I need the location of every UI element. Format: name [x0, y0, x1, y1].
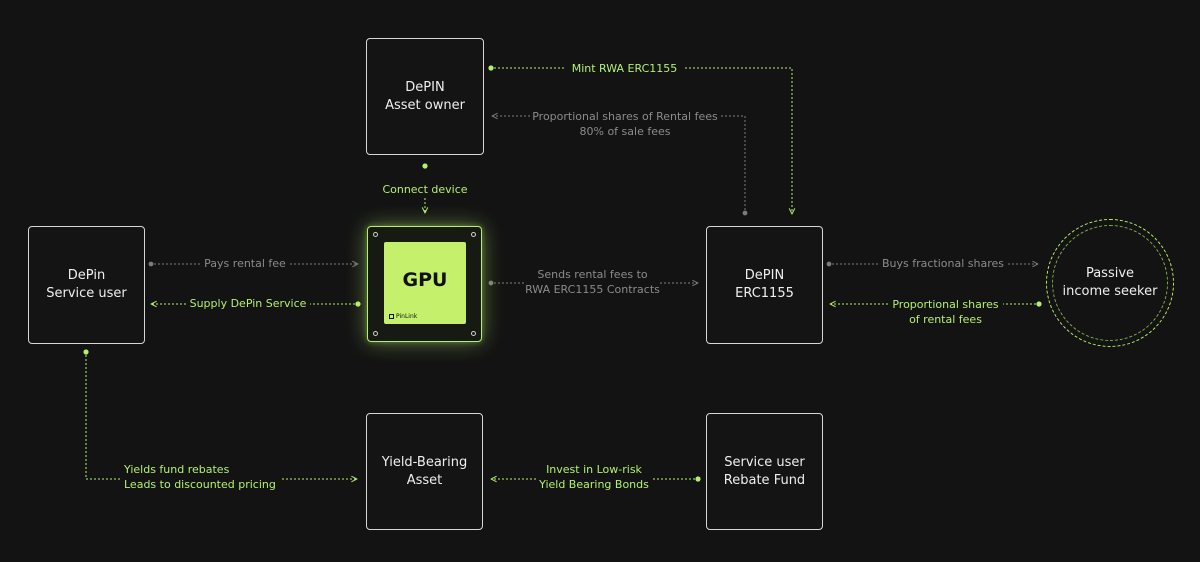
label-sends: Sends rental fees to RWA ERC1155 Contrac…: [525, 267, 660, 297]
gpu-brand-text: PinLink: [396, 313, 418, 320]
pinlink-logo-icon: [389, 314, 394, 319]
label-buys: Buys fractional shares: [878, 256, 1008, 271]
gpu-chip: GPU PinLink: [384, 242, 466, 324]
label-proportional-line1: Proportional shares: [892, 298, 999, 311]
edge-connect: [422, 163, 427, 213]
edge-rental-shares: [492, 116, 748, 216]
mount-hole-icon: [471, 331, 476, 336]
label-sends-line2: RWA ERC1155 Contracts: [525, 283, 660, 296]
node-yield-line1: Yield-Bearing: [381, 454, 468, 470]
node-rebate-line2: Rebate Fund: [723, 472, 806, 488]
label-supply: Supply DePin Service: [186, 296, 310, 311]
edge-buys: [826, 262, 1038, 267]
edge-supply: [151, 301, 361, 306]
node-service-user: DePin Service user: [28, 226, 145, 344]
mount-hole-icon: [471, 232, 476, 237]
label-yields: Yields fund rebates Leads to discounted …: [124, 462, 282, 492]
label-rental-shares-line2: 80% of sale fees: [579, 125, 671, 138]
gpu-brand: PinLink: [389, 313, 417, 320]
label-invest-line2: Yield Bearing Bonds: [539, 478, 649, 491]
node-asset-owner-line2: Asset owner: [385, 97, 465, 113]
gpu-label: GPU: [402, 269, 448, 291]
node-erc1155: DePIN ERC1155: [706, 226, 823, 344]
label-invest-line1: Invest in Low-risk: [546, 463, 642, 476]
label-supply-text: Supply DePin Service: [189, 297, 307, 310]
node-asset-owner-line1: DePIN: [405, 79, 445, 95]
mount-hole-icon: [373, 331, 378, 336]
edge-sends: [488, 281, 698, 286]
label-pays-text: Pays rental fee: [204, 257, 286, 270]
node-rebate-line1: Service user: [724, 454, 805, 470]
edge-pays: [148, 262, 358, 267]
node-passive-line1: Passive: [1085, 266, 1135, 281]
edge-invest: [491, 476, 701, 481]
label-pays: Pays rental fee: [200, 256, 290, 271]
node-passive-inner: Passive income seeker: [1052, 225, 1168, 341]
node-passive-income-seeker: Passive income seeker: [1046, 219, 1174, 347]
label-buys-text: Buys fractional shares: [881, 257, 1005, 270]
node-asset-owner: DePIN Asset owner: [366, 38, 484, 155]
node-service-user-line2: Service user: [46, 286, 127, 301]
node-rebate-fund: Service user Rebate Fund: [706, 413, 823, 530]
node-yield-bearing-asset: Yield-Bearing Asset: [366, 413, 483, 530]
node-service-user-line1: DePin: [67, 268, 106, 283]
edge-yields: [83, 349, 357, 479]
label-connect: Connect device: [370, 182, 480, 197]
label-sends-line1: Sends rental fees to: [537, 268, 648, 281]
label-proportional-line2: of rental fees: [909, 313, 982, 326]
node-passive-line2: income seeker: [1062, 284, 1158, 299]
node-yield-line2: Asset: [406, 472, 443, 488]
node-erc1155-line2: ERC1155: [735, 286, 794, 301]
label-mint: Mint RWA ERC1155: [564, 61, 685, 76]
label-yields-line2: Leads to discounted pricing: [124, 478, 276, 491]
node-erc1155-line1: DePIN: [744, 268, 785, 283]
edge-mint: [488, 65, 792, 214]
label-yields-line1: Yields fund rebates: [124, 463, 230, 476]
label-proportional: Proportional shares of rental fees: [888, 297, 1003, 327]
node-gpu: GPU PinLink: [367, 226, 482, 342]
edge-proportional: [830, 301, 1042, 306]
label-rental-shares: Proportional shares of Rental fees 80% o…: [530, 109, 720, 139]
label-rental-shares-line1: Proportional shares of Rental fees: [532, 110, 718, 123]
label-invest: Invest in Low-risk Yield Bearing Bonds: [536, 462, 652, 492]
mount-hole-icon: [373, 232, 378, 237]
label-mint-text: Mint RWA ERC1155: [571, 62, 678, 75]
label-connect-text: Connect device: [382, 183, 468, 196]
